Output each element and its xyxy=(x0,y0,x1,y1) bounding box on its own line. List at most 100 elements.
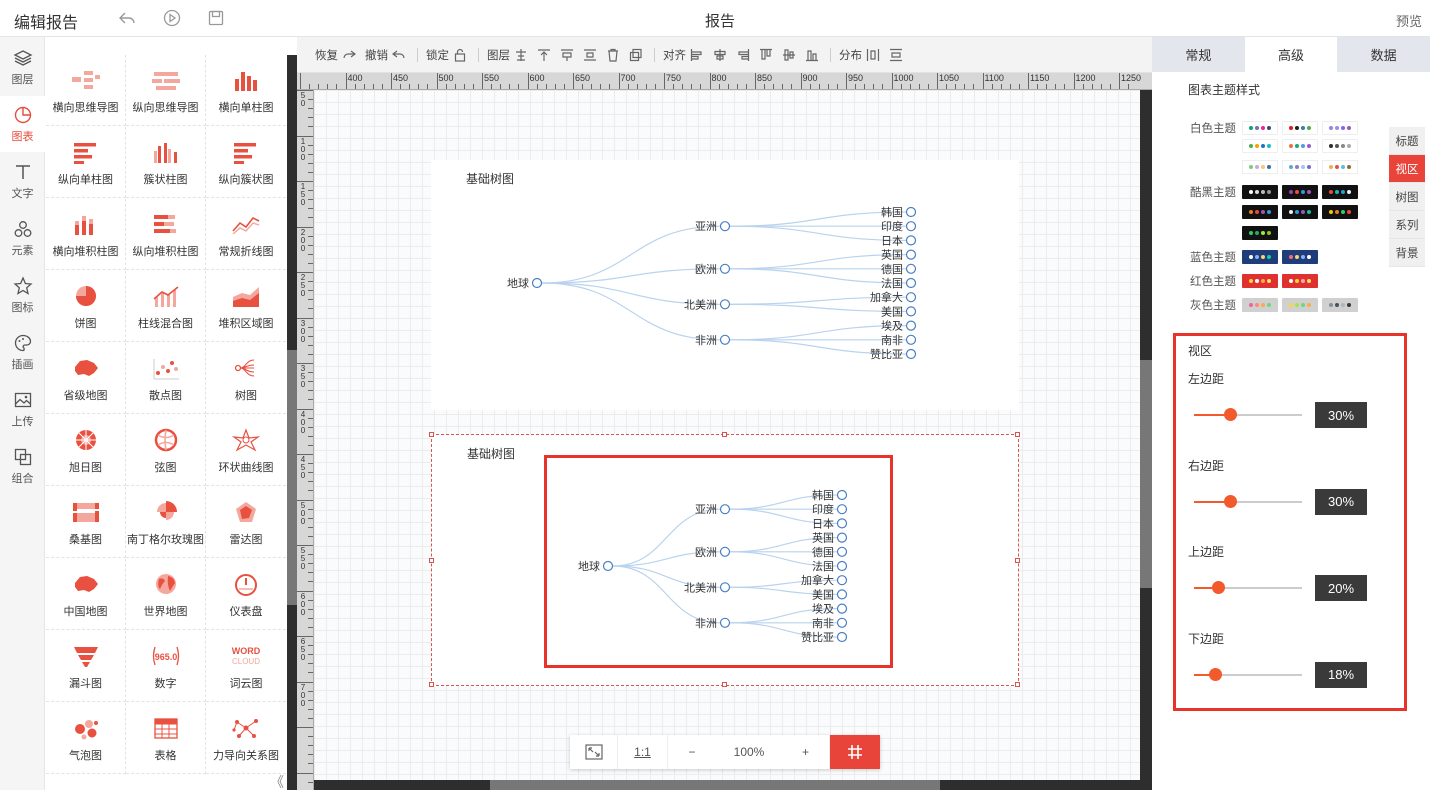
palette-item[interactable]: 饼图 xyxy=(46,271,126,342)
nav-item-palette[interactable]: 插画 xyxy=(0,324,45,380)
redo-icon[interactable] xyxy=(342,48,356,62)
theme-swatch[interactable] xyxy=(1282,298,1318,312)
palette-item[interactable]: 散点图 xyxy=(126,343,206,414)
margin-value[interactable]: 30% xyxy=(1315,488,1367,515)
nav-item-shapes[interactable]: 元素 xyxy=(0,210,45,266)
palette-item[interactable]: 柱线混合图 xyxy=(126,271,206,342)
align-middle-icon[interactable] xyxy=(782,48,796,62)
distribute-h-icon[interactable] xyxy=(866,48,880,62)
palette-item[interactable]: 纵向簇状图 xyxy=(206,127,286,198)
theme-swatch[interactable] xyxy=(1242,298,1278,312)
margin-value[interactable]: 30% xyxy=(1315,402,1367,428)
theme-swatch[interactable] xyxy=(1282,139,1318,153)
palette-item[interactable]: 仪表盘 xyxy=(206,559,286,630)
palette-item[interactable]: 横向思维导图 xyxy=(46,55,126,126)
theme-swatch[interactable] xyxy=(1322,205,1358,219)
slider-knob[interactable] xyxy=(1223,494,1237,508)
fit-screen-icon[interactable] xyxy=(570,735,618,769)
margin-slider[interactable] xyxy=(1194,494,1302,508)
margin-value[interactable]: 18% xyxy=(1315,661,1367,688)
align-left-icon[interactable] xyxy=(690,48,704,62)
nav-item-upload-image[interactable]: 上传 xyxy=(0,381,45,437)
theme-swatch[interactable] xyxy=(1322,139,1358,153)
canvas-horizontal-scrollbar-thumb[interactable] xyxy=(490,780,940,790)
tree-chart-2-selected[interactable]: 基础树图 韩国印度日本英国德国法国加拿大美国埃及南非赞比亚亚洲欧洲北美洲非洲地球 xyxy=(429,432,1020,687)
canvas-vertical-scrollbar-thumb[interactable] xyxy=(1140,360,1152,588)
lock-icon[interactable] xyxy=(453,48,467,62)
nav-item-group[interactable]: 组合 xyxy=(0,438,45,494)
zoom-in-button[interactable]: + xyxy=(782,735,830,769)
copy-icon[interactable] xyxy=(629,48,643,62)
align-right-icon[interactable] xyxy=(736,48,750,62)
side-tab-0[interactable]: 标题 xyxy=(1389,127,1425,155)
palette-item[interactable]: 簇状柱图 xyxy=(126,127,206,198)
align-center-icon[interactable] xyxy=(713,48,727,62)
play-icon[interactable] xyxy=(163,9,181,27)
palette-item[interactable]: 弦图 xyxy=(126,415,206,486)
slider-knob[interactable] xyxy=(1209,667,1223,681)
palette-item[interactable]: 纵向堆积柱图 xyxy=(126,199,206,270)
palette-item[interactable]: 南丁格尔玫瑰图 xyxy=(126,487,206,558)
grid-icon[interactable] xyxy=(830,735,880,769)
slider-knob[interactable] xyxy=(1223,408,1237,421)
distribute-v-icon[interactable] xyxy=(889,48,903,62)
theme-swatch[interactable] xyxy=(1242,185,1278,199)
save-icon[interactable] xyxy=(207,9,225,27)
palette-item[interactable]: 雷达图 xyxy=(206,487,286,558)
palette-item[interactable]: 旭日图 xyxy=(46,415,126,486)
tab-general[interactable]: 常规 xyxy=(1152,37,1245,72)
palette-item[interactable]: 纵向单柱图 xyxy=(46,127,126,198)
layer-top-icon[interactable] xyxy=(537,48,551,62)
layer-up-icon[interactable] xyxy=(514,48,528,62)
theme-swatch[interactable] xyxy=(1282,121,1318,135)
undo-icon[interactable] xyxy=(392,48,406,62)
tree-chart-1[interactable]: 基础树图 韩国印度日本英国德国法国加拿大美国埃及南非赞比亚亚洲欧洲北美洲非洲地球 xyxy=(431,160,1019,410)
resize-handle[interactable] xyxy=(1015,682,1020,687)
theme-swatch[interactable] xyxy=(1322,185,1358,199)
palette-scrollbar-thumb[interactable] xyxy=(287,350,297,605)
slider-knob[interactable] xyxy=(1211,581,1225,594)
margin-slider[interactable] xyxy=(1194,667,1302,681)
design-canvas[interactable]: 基础树图 韩国印度日本英国德国法国加拿大美国埃及南非赞比亚亚洲欧洲北美洲非洲地球… xyxy=(314,90,1140,780)
resize-handle[interactable] xyxy=(1015,558,1020,563)
palette-item[interactable]: 纵向思维导图 xyxy=(126,55,206,126)
theme-swatch[interactable] xyxy=(1282,205,1318,219)
theme-swatch[interactable] xyxy=(1242,160,1278,174)
theme-swatch[interactable] xyxy=(1322,121,1358,135)
palette-item[interactable]: 力导向关系图 xyxy=(206,703,286,774)
palette-item[interactable]: 常规折线图 xyxy=(206,199,286,270)
side-tab-4[interactable]: 背景 xyxy=(1389,239,1425,267)
theme-swatch[interactable] xyxy=(1282,274,1318,288)
side-tab-1[interactable]: 视区 xyxy=(1389,155,1425,183)
theme-swatch[interactable] xyxy=(1242,205,1278,219)
zoom-out-button[interactable]: − xyxy=(688,745,696,759)
resize-handle[interactable] xyxy=(1015,432,1020,437)
theme-swatch[interactable] xyxy=(1242,139,1278,153)
nav-item-star[interactable]: 图标 xyxy=(0,267,45,323)
theme-swatch[interactable] xyxy=(1242,226,1278,240)
align-top-icon[interactable] xyxy=(759,48,773,62)
theme-swatch[interactable] xyxy=(1282,160,1318,174)
palette-item[interactable]: 漏斗图 xyxy=(46,631,126,702)
palette-item[interactable]: 横向单柱图 xyxy=(206,55,286,126)
theme-swatch[interactable] xyxy=(1282,185,1318,199)
palette-item[interactable]: 中国地图 xyxy=(46,559,126,630)
nav-item-text[interactable]: 文字 xyxy=(0,153,45,209)
palette-item[interactable]: 横向堆积柱图 xyxy=(46,199,126,270)
resize-handle[interactable] xyxy=(429,558,434,563)
tab-data[interactable]: 数据 xyxy=(1337,37,1430,72)
layer-bottom-icon[interactable] xyxy=(583,48,597,62)
nav-item-chart[interactable]: 图表 xyxy=(0,96,45,152)
resize-handle[interactable] xyxy=(722,432,727,437)
resize-handle[interactable] xyxy=(429,432,434,437)
theme-swatch[interactable] xyxy=(1242,121,1278,135)
side-tab-3[interactable]: 系列 xyxy=(1389,211,1425,239)
layer-down-icon[interactable] xyxy=(560,48,574,62)
theme-swatch[interactable] xyxy=(1322,298,1358,312)
palette-item[interactable]: 世界地图 xyxy=(126,559,206,630)
palette-item[interactable]: 树图 xyxy=(206,343,286,414)
one-to-one-button[interactable]: 1:1 xyxy=(618,735,668,769)
palette-item[interactable]: 气泡图 xyxy=(46,703,126,774)
resize-handle[interactable] xyxy=(722,682,727,687)
nav-item-layers[interactable]: 图层 xyxy=(0,39,45,95)
